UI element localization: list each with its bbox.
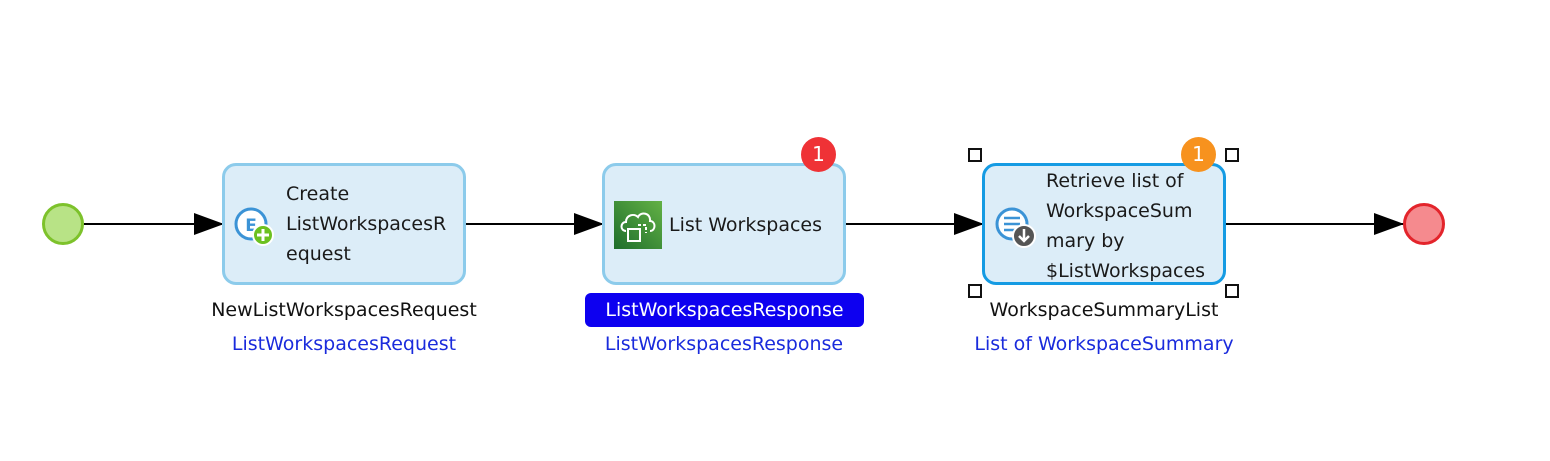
resize-handle-bottom-left[interactable] — [968, 284, 982, 298]
end-event[interactable] — [1403, 203, 1445, 245]
output-variable-name[interactable]: ListWorkspacesResponse — [585, 293, 864, 327]
svg-text:E: E — [245, 216, 257, 236]
retrieve-list-activity[interactable]: Retrieve list of WorkspaceSum mary by $L… — [982, 163, 1226, 285]
start-event[interactable] — [42, 203, 84, 245]
activity-label: Create ListWorkspacesR equest — [286, 183, 447, 265]
activity-label: List Workspaces — [669, 214, 823, 236]
output-variable-type: ListWorkspacesResponse — [604, 333, 844, 355]
create-object-icon: E — [234, 204, 274, 248]
warning-badge[interactable]: 1 — [1181, 137, 1216, 172]
call-service-activity[interactable]: List Workspaces — [602, 163, 846, 285]
output-variable-name: NewListWorkspacesRequest — [211, 299, 477, 321]
resize-handle-top-left[interactable] — [968, 148, 982, 162]
retrieve-list-icon — [994, 204, 1038, 250]
resize-handle-bottom-right[interactable] — [1225, 284, 1239, 298]
aws-cloud-action-icon — [614, 201, 662, 249]
output-variable-type: ListWorkspacesRequest — [231, 333, 457, 355]
output-variable-type: List of WorkspaceSummary — [974, 333, 1234, 355]
error-badge[interactable]: 1 — [801, 137, 836, 172]
create-object-activity[interactable]: E Create ListWorkspacesR equest — [222, 163, 466, 285]
output-variable-name: WorkspaceSummaryList — [989, 299, 1219, 321]
resize-handle-top-right[interactable] — [1225, 148, 1239, 162]
activity-label: Retrieve list of WorkspaceSum mary by $L… — [1046, 170, 1206, 282]
